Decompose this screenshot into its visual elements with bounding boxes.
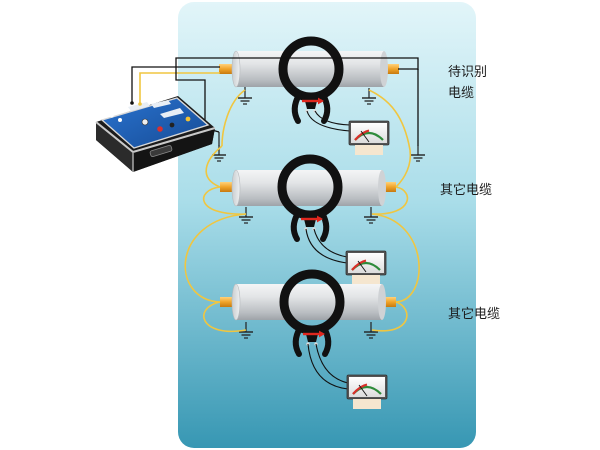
cable-1-left-end [219, 64, 237, 74]
meter-1 [347, 119, 391, 157]
signal-wire-black [131, 66, 220, 103]
target-cable-label-line1: 待识别 [448, 65, 488, 80]
return-wire-black [175, 57, 419, 128]
other-cable-label-1: 其它电缆 [440, 183, 493, 198]
target-cable-label-line2: 电缆 [448, 86, 475, 101]
signal-wire-yellow [139, 72, 220, 104]
cable-1-right-end [383, 64, 399, 74]
cable-2 [220, 159, 396, 287]
other-cable-label-2: 其它电缆 [448, 307, 501, 322]
signal-generator-case [95, 96, 216, 172]
meter-2 [344, 249, 388, 287]
cable-1 [219, 41, 399, 157]
meter-3 [345, 373, 389, 411]
cable-3 [220, 274, 396, 411]
